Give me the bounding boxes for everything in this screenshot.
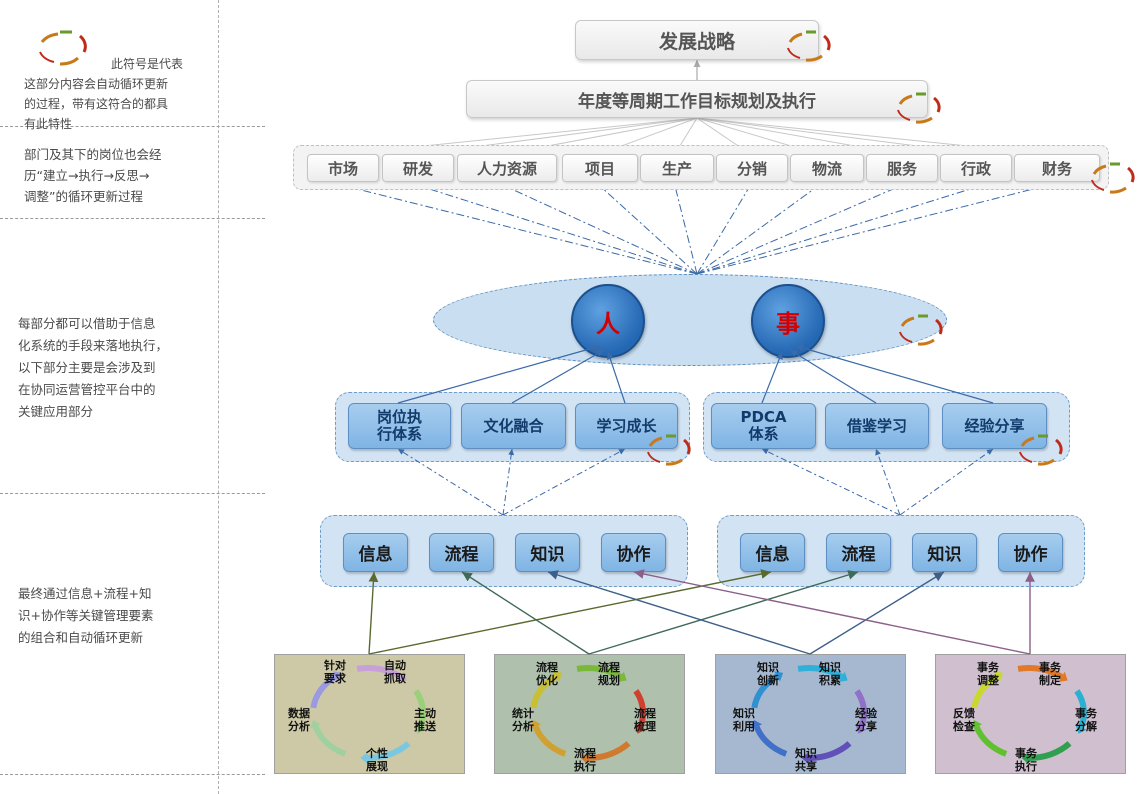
experience-sharing: 经验分享: [942, 403, 1047, 449]
cycle-label: 针对要求: [324, 659, 346, 685]
people-circle: 人: [571, 284, 645, 358]
legend-note: 此符号是代表 这部分内容会自动循环更新 的过程，带有这符合的都具 有此特性: [24, 57, 184, 131]
side-divider: [218, 0, 219, 794]
cycle-label: 流程执行: [574, 747, 596, 773]
cycle-label: 流程优化: [536, 661, 558, 687]
cycle-label: 数据分析: [288, 707, 310, 733]
system-note: 每部分都可以借助于信息 化系统的手段来落地执行， 以下部分主要是会涉及到 在协同…: [18, 316, 169, 419]
reference-learning: 借鉴学习: [825, 403, 929, 449]
affairs-circle: 事: [751, 284, 825, 358]
cycle-label: 自动抓取: [384, 659, 406, 685]
row-divider-2: [0, 218, 265, 219]
cycle-label: 统计分析: [512, 707, 534, 733]
loop-legend-icon: [39, 30, 87, 66]
row-divider-1: [0, 126, 265, 127]
cycle-label: 个性展现: [366, 747, 388, 773]
strategy-box: 发展战略: [575, 20, 819, 60]
cycle-label: 流程梳理: [634, 707, 656, 733]
cycle-label: 知识共享: [795, 747, 817, 773]
culture-fusion: 文化融合: [461, 403, 566, 449]
element-process-left: 流程: [429, 533, 494, 572]
dept-market: 市场: [307, 154, 379, 182]
cycle-label: 知识创新: [757, 661, 779, 687]
cycle-label: 知识积累: [819, 661, 841, 687]
element-info-left: 信息: [343, 533, 408, 572]
cycle-label: 反馈检查: [953, 707, 975, 733]
element-collab-left: 协作: [601, 533, 666, 572]
row-divider-4: [0, 774, 265, 775]
row-divider-3: [0, 493, 265, 494]
cycle-label: 事务执行: [1015, 747, 1037, 773]
dept-finance: 财务: [1014, 154, 1100, 182]
element-collab-right: 协作: [998, 533, 1063, 572]
core-ellipse: [433, 274, 947, 366]
cycle-label: 主动推送: [414, 707, 436, 733]
dept-distribution: 分销: [716, 154, 788, 182]
dept-note: 部门及其下的岗位也会经 历“建立→执行→反思→ 调整”的循环更新过程: [24, 147, 162, 204]
cycle-label: 经验分享: [855, 707, 877, 733]
dept-rnd: 研发: [382, 154, 454, 182]
fan-lines-core: [344, 185, 1046, 275]
element-info-right: 信息: [740, 533, 805, 572]
dept-hr: 人力资源: [457, 154, 557, 182]
annual-plan-box: 年度等周期工作目标规划及执行: [466, 80, 928, 118]
dept-admin: 行政: [940, 154, 1012, 182]
dept-service: 服务: [866, 154, 938, 182]
element-knowledge-right: 知识: [912, 533, 977, 572]
dept-production: 生产: [640, 154, 714, 182]
elements-note: 最终通过信息+流程+知 识+协作等关键管理要素 的组合和自动循环更新: [18, 586, 154, 645]
cycle-label: 事务调整: [977, 661, 999, 687]
dept-project: 项目: [562, 154, 638, 182]
learning-growth: 学习成长: [575, 403, 678, 449]
element-knowledge-left: 知识: [515, 533, 580, 572]
cycle-label: 事务制定: [1039, 661, 1061, 687]
cycle-label: 事务分解: [1075, 707, 1097, 733]
cycle-label: 流程规划: [598, 661, 620, 687]
dept-logistics: 物流: [790, 154, 864, 182]
job-execution-system: 岗位执行体系: [348, 403, 451, 449]
cycle-label: 知识利用: [733, 707, 755, 733]
element-process-right: 流程: [826, 533, 891, 572]
